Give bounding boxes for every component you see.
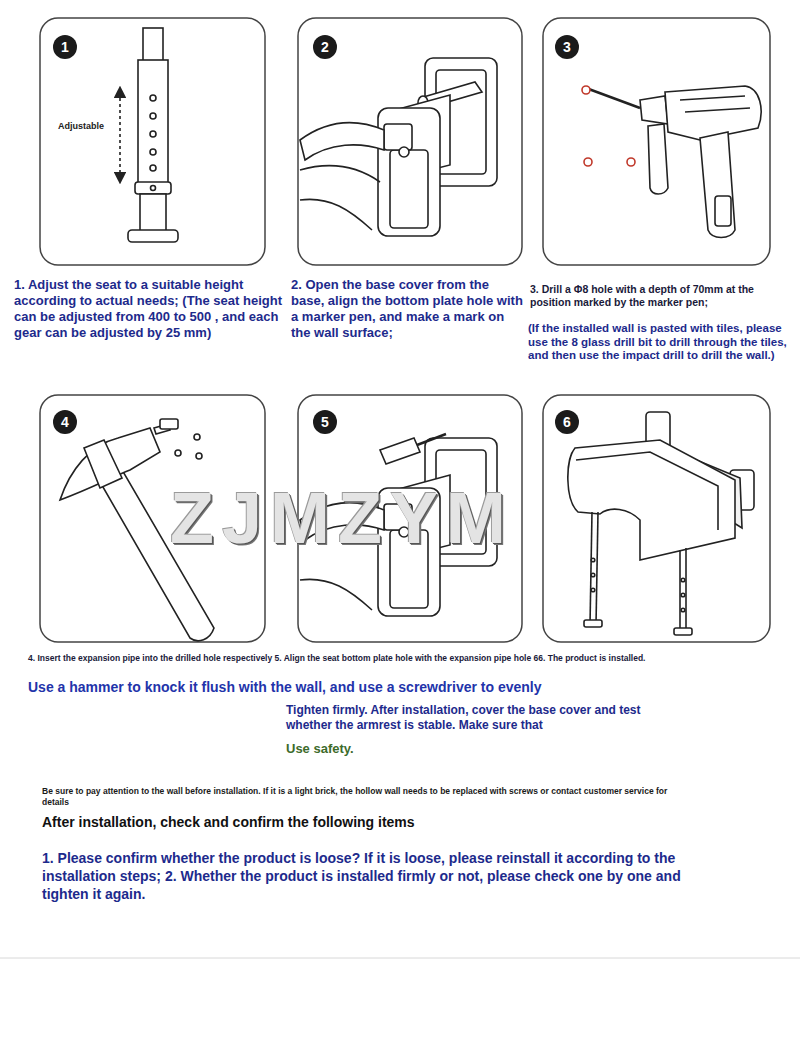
step-note: (If the installed wall is pasted with ti… xyxy=(528,322,796,363)
drawing-part xyxy=(380,438,420,464)
drawing-part xyxy=(60,428,160,500)
drill-figure xyxy=(582,86,761,238)
drawing-part xyxy=(390,150,428,228)
label-holder: (If the installed wall is pasted with ti… xyxy=(528,322,796,363)
drawing-part xyxy=(591,573,595,577)
drawing-part xyxy=(568,440,735,560)
step-caption: Tighten firmly. After installation, cove… xyxy=(286,703,656,733)
drawing-part xyxy=(591,558,595,562)
callout-number: 2 xyxy=(313,35,337,59)
drawing-part xyxy=(543,395,770,642)
label-holder: ZJMZYM xyxy=(170,478,630,558)
label-holder: Adjustable xyxy=(58,121,138,132)
step-caption: 3. Drill a Φ8 hole with a depth of 70mm … xyxy=(530,283,795,309)
dimension-label: Adjustable xyxy=(58,121,138,132)
drawing-part xyxy=(138,60,168,188)
drawing-part xyxy=(160,419,178,429)
label-holder: Use safety. xyxy=(286,741,486,757)
drawing-part xyxy=(680,96,745,100)
label-holder: After installation, check and confirm th… xyxy=(42,814,602,831)
step-caption: 4. Insert the expansion pipe into the dr… xyxy=(28,653,698,664)
leg-figure xyxy=(120,28,178,242)
drawing-part xyxy=(175,450,181,456)
drawing-part xyxy=(128,230,178,242)
drawing-part xyxy=(681,593,685,597)
drawing-part xyxy=(685,108,750,112)
drawing-part xyxy=(648,124,668,194)
drawing-part xyxy=(119,92,121,178)
drawing-part xyxy=(582,86,590,94)
label-holder: 3. Drill a Φ8 hole with a depth of 70mm … xyxy=(530,283,795,309)
label-holder: 4. Insert the expansion pipe into the dr… xyxy=(28,653,698,664)
divider-rule xyxy=(0,958,800,959)
drawing-part xyxy=(150,149,156,155)
drawing-part xyxy=(627,158,635,166)
drawing-part xyxy=(584,158,592,166)
drawing-part xyxy=(584,620,602,627)
drawing-part xyxy=(590,512,592,625)
drawing-part xyxy=(591,588,595,592)
step-caption: Use a hammer to knock it flush with the … xyxy=(28,679,588,696)
drawing-part xyxy=(196,453,202,459)
drawing-part xyxy=(681,608,685,612)
drawing-part xyxy=(679,550,681,632)
drawing-part xyxy=(300,123,384,160)
drawing-part xyxy=(194,434,200,440)
seat-figure xyxy=(568,412,754,635)
drawing-part xyxy=(700,132,735,238)
drawing-part xyxy=(151,186,156,191)
check-list: 1. Please confirm whether the product is… xyxy=(42,849,682,903)
drawing-part xyxy=(417,434,446,445)
callout-text: 6 xyxy=(563,415,571,429)
drawing-part xyxy=(150,131,156,137)
callout-text: 1 xyxy=(61,40,69,54)
drawing-part xyxy=(674,628,692,635)
step-caption: 1. Adjust the seat to a suitable height … xyxy=(14,277,292,341)
label-holder: Use a hammer to knock it flush with the … xyxy=(28,679,588,696)
drawing-part xyxy=(84,440,122,488)
drawing-part xyxy=(40,18,265,265)
drawing-part xyxy=(384,124,412,150)
callout-number: 4 xyxy=(53,410,77,434)
label-holder: Tighten firmly. After installation, cove… xyxy=(286,703,656,733)
callout-text: 4 xyxy=(61,415,69,429)
drawing-part xyxy=(640,96,668,124)
note-text: Be sure to pay attention to the wall bef… xyxy=(42,786,682,808)
callout-number: 6 xyxy=(555,410,579,434)
step-caption: 2. Open the base cover from the base, al… xyxy=(291,277,523,341)
base-plate-figure xyxy=(300,58,497,236)
drawing-part xyxy=(715,196,731,226)
drawing-part xyxy=(596,512,598,625)
drawing-part xyxy=(685,548,687,632)
label-holder: 2. Open the base cover from the base, al… xyxy=(291,277,523,341)
callout-number: 1 xyxy=(53,35,77,59)
drawing-part xyxy=(586,88,640,108)
drawing-part xyxy=(150,113,156,119)
drawing-part xyxy=(543,18,770,265)
drawing-part xyxy=(378,108,440,236)
watermark: ZJMZYM xyxy=(170,478,630,558)
label-holder: 1. Please confirm whether the product is… xyxy=(42,849,682,903)
drawing-part xyxy=(298,18,522,265)
drawing-part xyxy=(665,86,761,140)
check-heading: After installation, check and confirm th… xyxy=(42,814,602,831)
drawing-part xyxy=(150,165,156,171)
drawing-part xyxy=(140,194,166,232)
callout-number: 5 xyxy=(313,410,337,434)
drawing-part xyxy=(150,95,156,101)
drawing-part xyxy=(300,579,372,610)
drawing-part xyxy=(300,166,380,182)
drawing-part xyxy=(681,578,685,582)
callout-text: 2 xyxy=(321,40,329,54)
drawing-part xyxy=(399,147,409,157)
callout-text: 5 xyxy=(321,415,329,429)
label-holder: Be sure to pay attention to the wall bef… xyxy=(42,786,682,808)
label-holder: 1. Adjust the seat to a suitable height … xyxy=(14,277,292,341)
drawing-part xyxy=(135,182,171,194)
callout-text: 3 xyxy=(563,40,571,54)
drawing-part xyxy=(300,199,372,230)
callout-number: 3 xyxy=(555,35,579,59)
step-caption: Use safety. xyxy=(286,741,486,757)
